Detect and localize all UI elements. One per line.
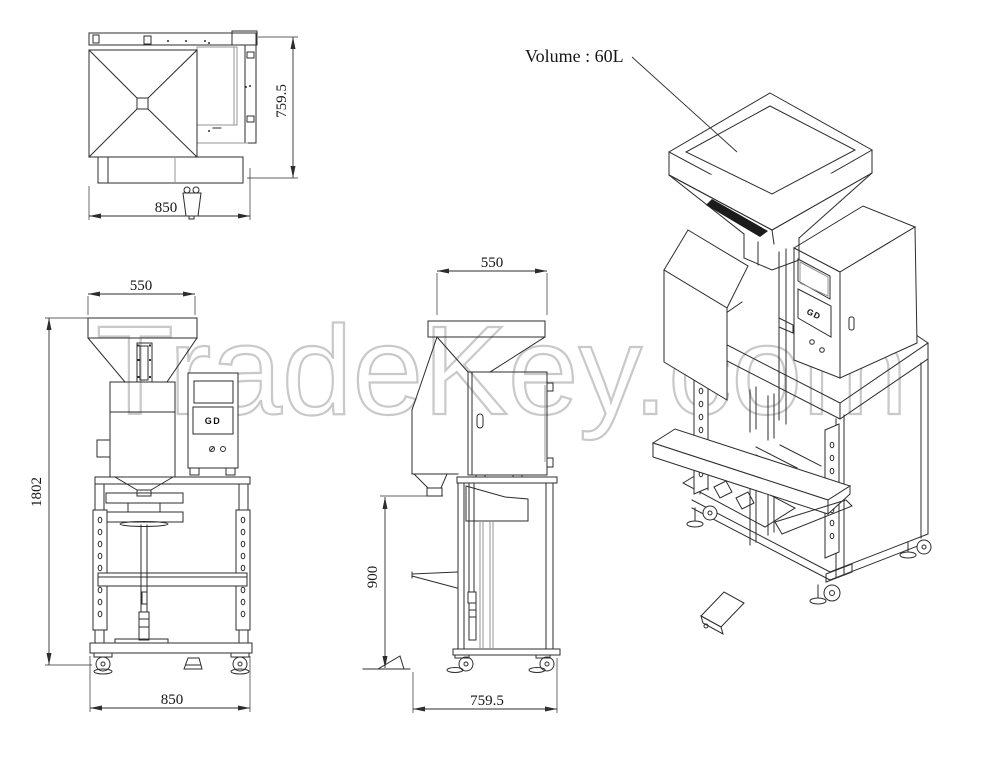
caster-side-right-icon bbox=[528, 654, 555, 673]
dim-top-depth-label: 759.5 bbox=[274, 84, 290, 118]
dim-top-width-label: 850 bbox=[155, 200, 178, 216]
caster-front-right-icon bbox=[230, 652, 250, 675]
dim-front-hopper-width-label: 550 bbox=[130, 278, 153, 294]
dim-side-hopper-depth: 550 bbox=[436, 255, 548, 315]
caster-front-left-icon bbox=[93, 652, 113, 675]
dim-top-width: 850 bbox=[88, 168, 251, 220]
dim-side-discharge-height: 900 bbox=[365, 495, 443, 668]
caster-iso-east-icon bbox=[899, 539, 932, 559]
iso-housing bbox=[663, 229, 749, 401]
foot-pedal-iso-icon bbox=[700, 591, 745, 636]
volume-callout: Volume : 60L bbox=[525, 46, 738, 153]
iso-power-button-icon bbox=[809, 339, 815, 345]
dim-side-base-depth: 759.5 bbox=[412, 658, 558, 713]
discharge-chute-side bbox=[411, 571, 458, 589]
side-hopper bbox=[427, 320, 546, 373]
caster-iso-west-icon bbox=[686, 505, 718, 528]
side-view: 550 900 759.5 bbox=[362, 255, 561, 713]
iso-panel-screen bbox=[797, 258, 831, 300]
caster-side-left-icon bbox=[446, 654, 474, 673]
top-view: 850 759.5 bbox=[88, 30, 298, 220]
iso-funnel-slot bbox=[706, 199, 768, 237]
panel-screen bbox=[193, 380, 234, 404]
panel-brand-label: GD bbox=[205, 416, 222, 426]
dim-top-depth: 759.5 bbox=[247, 36, 298, 179]
dim-front-base-width: 850 bbox=[89, 656, 251, 712]
door-handle-icon bbox=[476, 413, 484, 429]
iso-chute bbox=[774, 499, 853, 535]
start-button-icon bbox=[220, 446, 226, 452]
front-view: GD bbox=[29, 278, 253, 712]
right-adjustment-rail bbox=[235, 509, 251, 631]
dim-side-discharge-height-label: 900 bbox=[365, 566, 381, 589]
control-panel-front: GD bbox=[187, 372, 239, 476]
caster-iso-south-icon bbox=[809, 563, 853, 605]
iso-door-handle-icon bbox=[848, 316, 855, 331]
volume-label: Volume : 60L bbox=[525, 46, 624, 66]
foot-pedal-top-icon bbox=[182, 186, 202, 220]
iso-shelf bbox=[651, 428, 853, 535]
iso-start-button-icon bbox=[819, 347, 825, 353]
dim-side-hopper-depth-label: 550 bbox=[481, 255, 504, 271]
iso-hopper bbox=[667, 92, 874, 271]
dim-front-total-height: 1802 bbox=[29, 317, 92, 666]
dim-front-base-width-label: 850 bbox=[161, 692, 184, 708]
isometric-view: GD bbox=[525, 46, 932, 636]
top-hopper bbox=[88, 49, 198, 158]
front-hopper bbox=[87, 317, 198, 383]
foot-pedal-side-icon bbox=[362, 655, 411, 670]
dim-front-total-height-label: 1802 bbox=[29, 477, 45, 507]
left-adjustment-rail bbox=[92, 509, 108, 631]
dim-side-base-depth-label: 759.5 bbox=[470, 693, 504, 709]
iso-machine-body: GD bbox=[792, 205, 918, 379]
power-button-icon bbox=[209, 446, 215, 452]
dim-front-hopper-width: 550 bbox=[87, 278, 196, 315]
iso-mount-strip bbox=[778, 248, 794, 425]
